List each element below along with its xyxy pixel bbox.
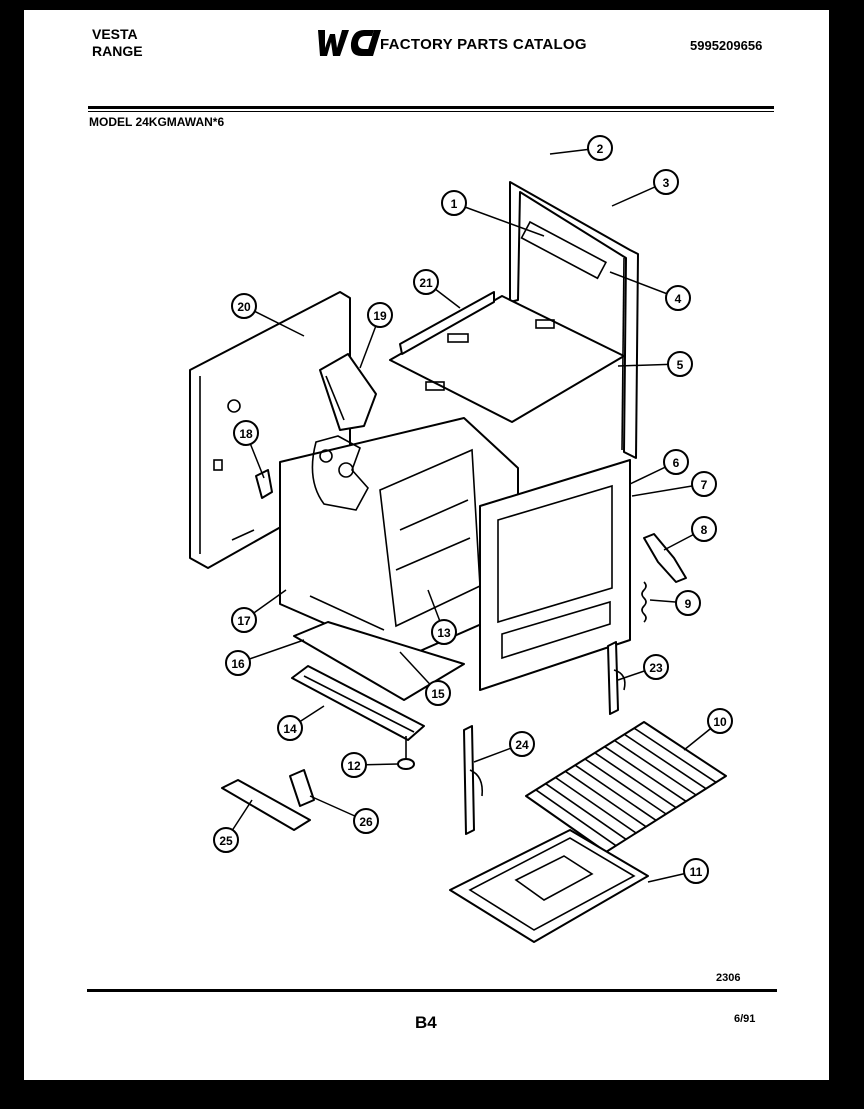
- svg-text:9: 9: [685, 597, 692, 611]
- callout-5: 5: [667, 351, 693, 377]
- svg-text:26: 26: [359, 815, 373, 829]
- svg-text:20: 20: [237, 300, 251, 314]
- footer-rule: [87, 989, 777, 992]
- callout-8: 8: [691, 516, 717, 542]
- header-rule-thin: [88, 111, 774, 112]
- rack-bar: [564, 770, 647, 828]
- callout-19: 19: [367, 302, 393, 328]
- svg-text:12: 12: [347, 759, 361, 773]
- svg-text:2: 2: [597, 142, 604, 156]
- rack-bar: [623, 733, 707, 790]
- part-top-shield: [389, 291, 625, 423]
- callout-11: 11: [683, 858, 709, 884]
- svg-text:18: 18: [239, 427, 253, 441]
- rack-bar: [614, 739, 697, 796]
- svg-text:17: 17: [237, 614, 251, 628]
- svg-text:6: 6: [673, 456, 680, 470]
- callout-24: 24: [509, 731, 535, 757]
- callout-10: 10: [707, 708, 733, 734]
- svg-text:23: 23: [649, 661, 663, 675]
- callout-3: 3: [653, 169, 679, 195]
- figure-code: 2306: [716, 972, 741, 984]
- brand-line-1: VESTA: [92, 26, 138, 42]
- svg-text:5: 5: [677, 358, 684, 372]
- svg-text:24: 24: [515, 738, 529, 752]
- part-anti-tip-brackets: [221, 769, 315, 831]
- rack-bar: [545, 783, 627, 840]
- part-oven-door: [479, 459, 631, 691]
- callout-14: 14: [277, 715, 303, 741]
- catalog-number: 5995209656: [690, 38, 763, 53]
- rack-bar: [604, 746, 687, 802]
- svg-text:25: 25: [219, 834, 233, 848]
- rack-bar: [633, 727, 717, 784]
- svg-text:16: 16: [231, 657, 245, 671]
- catalog-title: FACTORY PARTS CATALOG: [380, 36, 587, 53]
- callout-6: 6: [663, 449, 689, 475]
- rack-bar: [574, 764, 657, 821]
- callout-7: 7: [691, 471, 717, 497]
- callout-25: 25: [213, 827, 239, 853]
- part-leveling-leg: [397, 736, 415, 770]
- callout-26: 26: [353, 808, 379, 834]
- svg-text:4: 4: [675, 292, 682, 306]
- svg-text:1: 1: [451, 197, 458, 211]
- page-label: B4: [415, 1013, 437, 1032]
- brand-line-2: RANGE: [92, 43, 143, 59]
- part-kick-panel: [291, 665, 425, 741]
- svg-text:21: 21: [419, 276, 433, 290]
- rack-bar: [535, 789, 617, 847]
- callout-2: 2: [587, 135, 613, 161]
- rack-bar: [584, 758, 667, 815]
- part-bracket: [255, 469, 273, 499]
- svg-text:19: 19: [373, 309, 387, 323]
- callout-23: 23: [643, 654, 669, 680]
- callout-9: 9: [675, 590, 701, 616]
- part-oven-rack: [525, 721, 727, 853]
- callout-13: 13: [431, 619, 457, 645]
- exploded-view-diagram: 1234567891011121314151617181920212324252…: [189, 135, 733, 943]
- part-burner-box: [319, 353, 377, 431]
- callout-4: 4: [665, 285, 691, 311]
- svg-text:15: 15: [431, 687, 445, 701]
- callout-16: 16: [225, 650, 251, 676]
- part-bottom-panel: [293, 621, 465, 701]
- svg-text:3: 3: [663, 176, 670, 190]
- catalog-sheet: VESTA RANGE FACTORY PARTS CATALOG 599520…: [24, 10, 829, 1080]
- model-label: MODEL 24KGMAWAN*6: [89, 115, 225, 129]
- part-hinges: [463, 533, 687, 835]
- leader-line-1: [453, 202, 545, 237]
- svg-text:8: 8: [701, 523, 708, 537]
- svg-text:14: 14: [283, 722, 297, 736]
- callout-15: 15: [425, 680, 451, 706]
- header-rule-thick: [88, 106, 774, 109]
- callout-18: 18: [233, 420, 259, 446]
- callout-20: 20: [231, 293, 257, 319]
- rack-bar: [555, 776, 637, 834]
- wci-logo: [318, 30, 381, 56]
- svg-text:7: 7: [701, 478, 708, 492]
- callout-21: 21: [413, 269, 439, 295]
- callout-1: 1: [441, 190, 467, 216]
- svg-text:10: 10: [713, 715, 727, 729]
- brand-label: VESTA RANGE: [92, 26, 143, 60]
- callout-12: 12: [341, 752, 367, 778]
- rack-bar: [594, 752, 677, 809]
- svg-text:13: 13: [437, 626, 451, 640]
- part-broiler-pan: [449, 829, 649, 943]
- revision-date: 6/91: [734, 1013, 756, 1025]
- callout-17: 17: [231, 607, 257, 633]
- svg-text:11: 11: [690, 865, 703, 879]
